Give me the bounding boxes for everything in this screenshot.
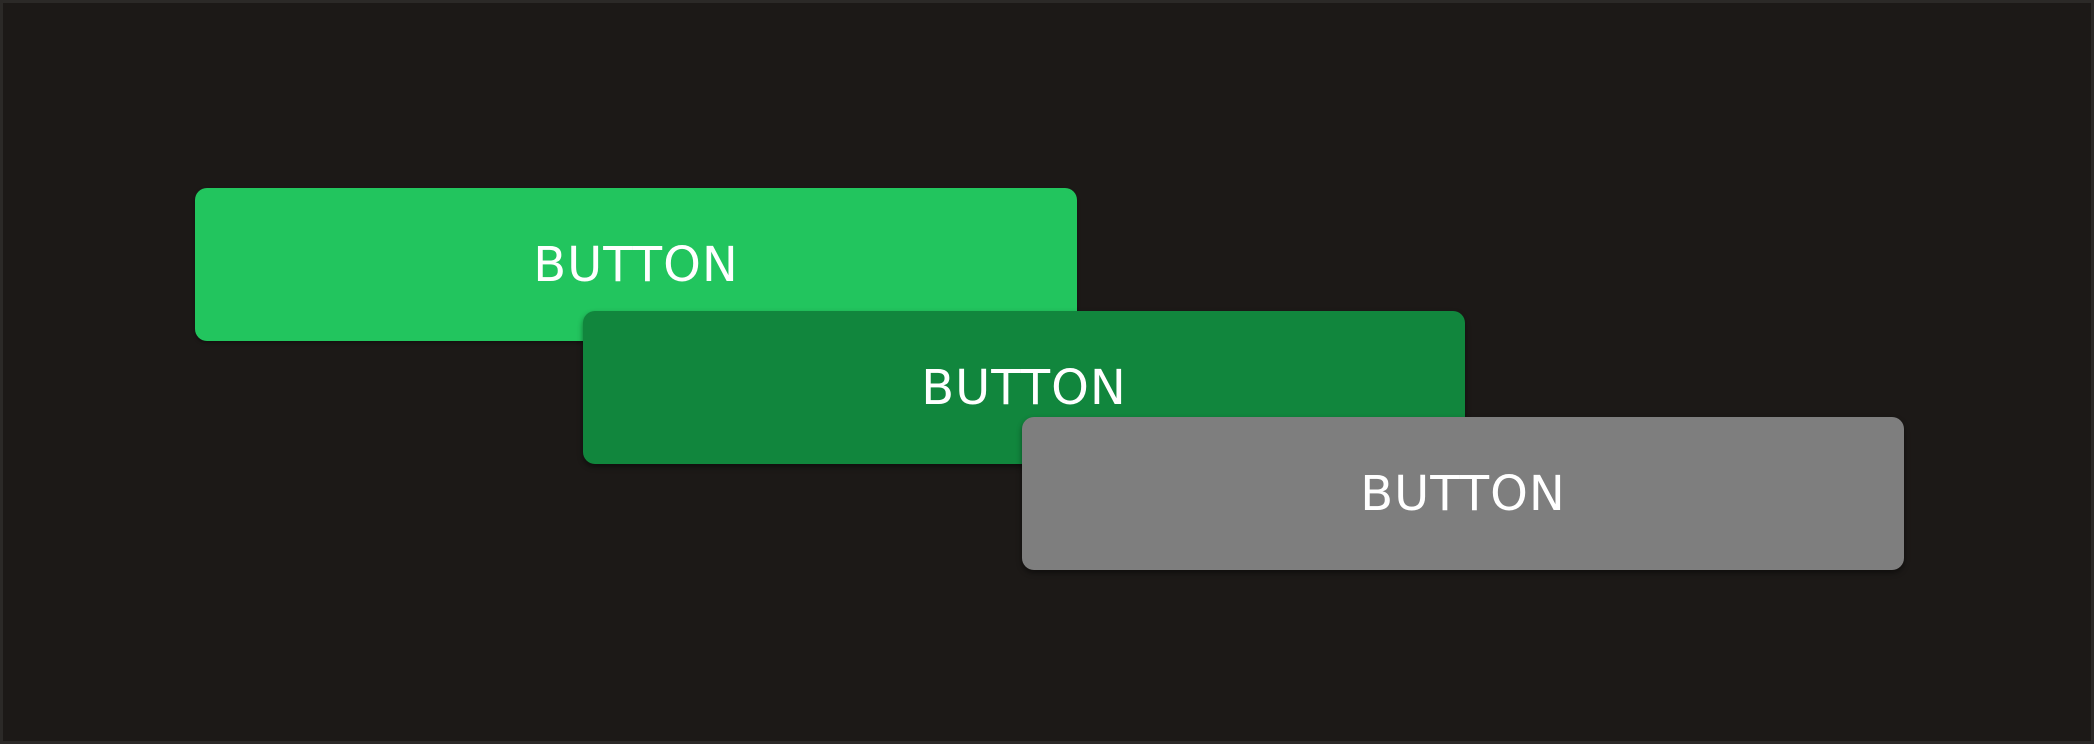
primary-button-disabled[interactable]: BUTTON	[1022, 417, 1904, 570]
